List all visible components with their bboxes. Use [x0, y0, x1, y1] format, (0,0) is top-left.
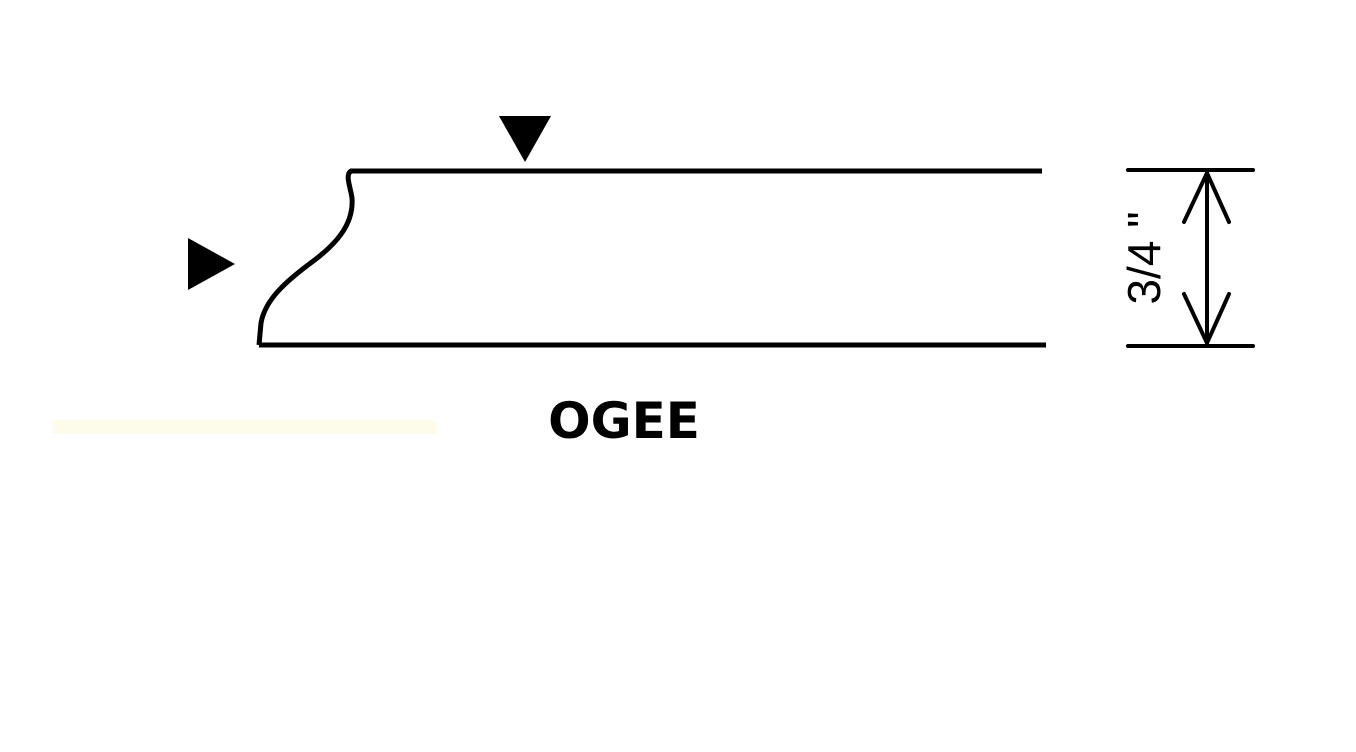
- profile-name-label: OGEE: [548, 392, 700, 450]
- thickness-dimension-label: 3/4 ": [1118, 211, 1170, 304]
- dimension-top-arrowhead-icon: [1182, 168, 1231, 224]
- down-triangle-marker-icon: [499, 116, 551, 162]
- dimension-bottom-arrowhead-icon: [1182, 292, 1231, 348]
- right-triangle-marker-icon: [188, 238, 235, 290]
- faint-highlight-strip: [52, 420, 437, 434]
- ogee-curve: [256, 168, 355, 346]
